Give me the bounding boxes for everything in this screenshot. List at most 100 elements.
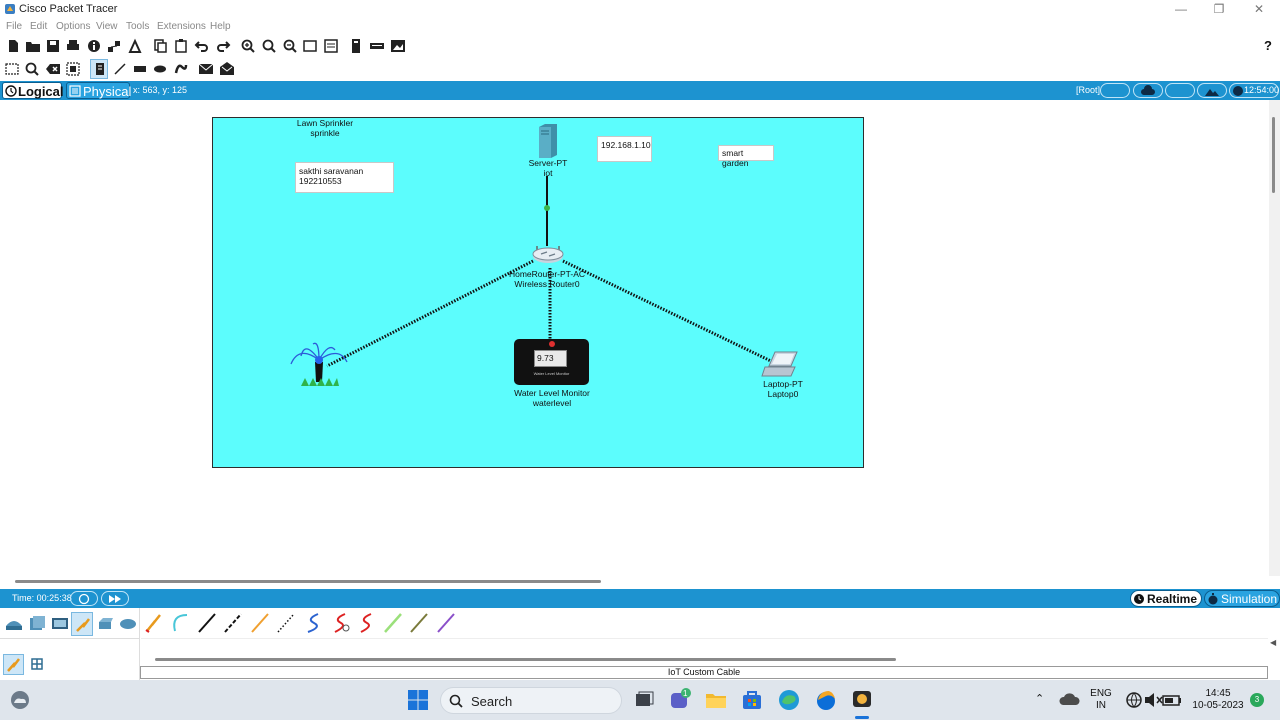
water-level-monitor-device[interactable]: 9.73 Water Level Monitor — [514, 339, 589, 385]
weather-widget-icon[interactable] — [8, 688, 32, 712]
onedrive-cloud-icon[interactable] — [1058, 688, 1082, 712]
fast-forward-button[interactable] — [101, 591, 129, 606]
pdu-list-icon[interactable] — [348, 38, 364, 54]
tray-overflow-icon[interactable]: ⌃ — [1035, 693, 1045, 705]
serial-dce-icon[interactable] — [329, 611, 351, 635]
taskbar-search[interactable]: Search — [440, 687, 622, 714]
horizontal-scrollbar[interactable] — [0, 576, 1269, 586]
miscellaneous-icon[interactable] — [96, 614, 116, 634]
network-devices-icon[interactable] — [4, 614, 24, 634]
copper-cross-over-icon[interactable] — [222, 611, 244, 635]
components-icon[interactable] — [50, 614, 70, 634]
draw-line-icon[interactable] — [112, 61, 128, 77]
notification-badge[interactable]: 3 — [1250, 693, 1264, 707]
viewport-button[interactable] — [1197, 83, 1227, 98]
battery-icon[interactable] — [1160, 688, 1184, 712]
activity-wizard-icon[interactable] — [127, 38, 143, 54]
iot-custom-cable-icon[interactable] — [435, 611, 457, 635]
resize-shape-icon[interactable] — [65, 61, 81, 77]
start-windows-icon[interactable] — [406, 688, 430, 712]
edge-browser-icon[interactable] — [777, 688, 801, 712]
end-devices-icon[interactable] — [27, 614, 47, 634]
inspect-icon[interactable] — [24, 61, 40, 77]
root-breadcrumb[interactable]: [Root] — [1076, 85, 1101, 95]
lawn-sprinkler-icon[interactable] — [289, 340, 349, 386]
add-simple-pdu-icon[interactable] — [198, 61, 214, 77]
zoom-in-icon[interactable] — [240, 38, 256, 54]
home-router-icon[interactable] — [531, 240, 565, 268]
fiber-cable-icon[interactable] — [249, 611, 271, 635]
cable-scroll-thumb[interactable] — [155, 658, 896, 661]
save-icon[interactable] — [45, 38, 61, 54]
task-view-icon[interactable] — [632, 688, 656, 712]
menu-help[interactable]: Help — [210, 21, 231, 32]
freeform-icon[interactable] — [173, 61, 189, 77]
link-router-laptop[interactable] — [562, 259, 776, 365]
delete-icon[interactable] — [45, 61, 61, 77]
picture-icon[interactable] — [390, 38, 406, 54]
close-button[interactable]: ✕ — [1253, 2, 1265, 16]
new-cluster-button[interactable] — [1100, 83, 1130, 98]
menu-tools[interactable]: Tools — [126, 21, 150, 32]
undo-icon[interactable] — [194, 38, 210, 54]
volume-muted-icon[interactable] — [1141, 688, 1165, 712]
packet-tracer-taskbar-icon[interactable] — [850, 688, 874, 712]
vertical-scrollbar[interactable] — [1269, 100, 1280, 576]
note-author[interactable]: sakthi saravanan 192210553 — [295, 162, 394, 193]
coaxial-cable-icon[interactable] — [302, 611, 324, 635]
info-icon[interactable] — [86, 38, 102, 54]
custom-device-icon[interactable] — [323, 38, 339, 54]
move-object-button[interactable] — [1133, 83, 1163, 98]
console-cable-icon[interactable] — [169, 611, 191, 635]
zoom-reset-icon[interactable] — [261, 38, 277, 54]
open-folder-icon[interactable] — [25, 38, 41, 54]
help-button[interactable]: ? — [1264, 38, 1272, 53]
network-info-icon[interactable] — [106, 38, 122, 54]
language-indicator[interactable]: ENG IN — [1086, 688, 1116, 712]
horizontal-scroll-thumb[interactable] — [15, 580, 601, 583]
network-controller-icon[interactable] — [369, 38, 385, 54]
cluster-canvas[interactable]: sakthi saravanan 192210553 192.168.1.10 … — [212, 117, 864, 468]
link-router-sprinkler[interactable] — [326, 259, 534, 368]
print-icon[interactable] — [65, 38, 81, 54]
maximize-button[interactable]: ❐ — [1213, 2, 1225, 16]
phone-cable-icon[interactable] — [275, 611, 297, 635]
clock[interactable]: 14:45 10-05-2023 — [1186, 688, 1250, 712]
laptop-icon[interactable] — [761, 350, 803, 378]
drawing-palette-icon[interactable] — [302, 38, 318, 54]
realtime-mode-button[interactable]: Realtime — [1130, 590, 1202, 607]
note-project[interactable]: smart garden — [718, 145, 774, 168]
server-icon[interactable] — [537, 123, 559, 159]
minimize-button[interactable]: — — [1175, 2, 1187, 16]
teams-chat-icon[interactable] — [668, 688, 692, 712]
paste-icon[interactable] — [173, 38, 189, 54]
redo-icon[interactable] — [215, 38, 231, 54]
tab-physical[interactable]: Physical — [66, 82, 131, 99]
auto-connection-icon[interactable] — [142, 611, 164, 635]
simulation-mode-button[interactable]: Simulation — [1204, 590, 1280, 607]
vertical-scroll-thumb[interactable] — [1272, 117, 1275, 193]
octal-cable-icon[interactable] — [382, 611, 404, 635]
menu-options[interactable]: Options — [56, 21, 91, 32]
new-file-icon[interactable] — [5, 38, 21, 54]
note-ip[interactable]: 192.168.1.10 — [597, 136, 652, 162]
file-explorer-icon[interactable] — [704, 688, 728, 712]
multiuser-connection-icon[interactable] — [118, 614, 138, 634]
draw-rectangle-icon[interactable] — [132, 61, 148, 77]
zoom-out-icon[interactable] — [282, 38, 298, 54]
tab-logical[interactable]: Logical — [2, 82, 64, 99]
select-icon[interactable] — [4, 61, 20, 77]
note-tool-highlight[interactable] — [90, 59, 108, 79]
usb-cable-icon[interactable] — [408, 611, 430, 635]
connections-category[interactable] — [71, 612, 93, 636]
network-globe-icon[interactable] — [1122, 688, 1146, 712]
serial-dte-icon[interactable] — [355, 611, 377, 635]
menu-file[interactable]: File — [6, 21, 23, 32]
connections-subcategory[interactable] — [3, 654, 24, 675]
menu-edit[interactable]: Edit — [30, 21, 48, 32]
firefox-browser-icon[interactable] — [814, 688, 838, 712]
microsoft-store-icon[interactable] — [740, 688, 764, 712]
grid-view-icon[interactable] — [27, 654, 47, 674]
menu-view[interactable]: View — [96, 21, 118, 32]
menu-extensions[interactable]: Extensions — [157, 21, 206, 32]
